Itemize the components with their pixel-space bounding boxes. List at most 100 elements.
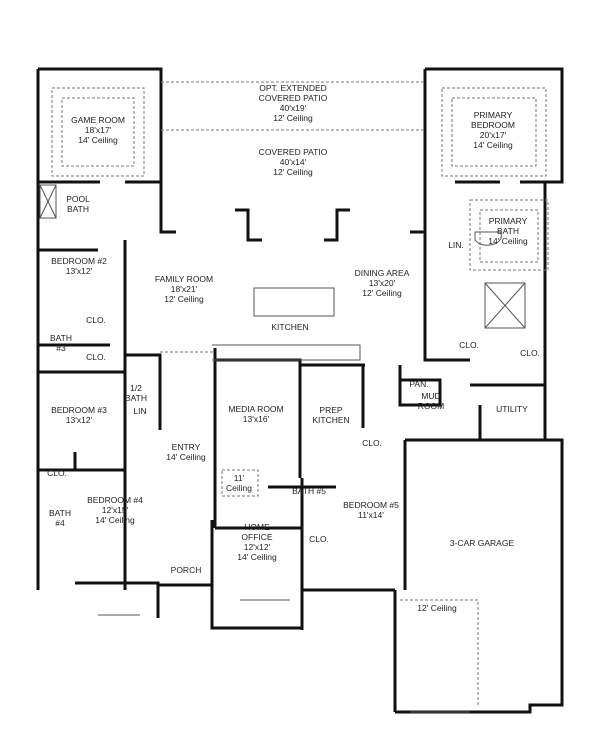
room-name: ENTRY — [171, 442, 201, 452]
room-label-pantry: PAN. — [409, 379, 428, 389]
room-name: KITCHEN — [271, 322, 309, 332]
room-name: BATH — [496, 226, 520, 236]
room-label-bath-5: BATH #5 — [292, 486, 326, 496]
room-label-media-room: MEDIA ROOM 13'x16' — [228, 404, 283, 424]
room-size: 13'x16' — [242, 414, 270, 424]
room-name: COVERED PATIO — [258, 147, 328, 157]
room-ceiling: 12' Ceiling — [273, 113, 313, 123]
room-name: BEDROOM #4 — [87, 495, 143, 505]
room-label-bedroom-5-closet: CLO. — [309, 534, 329, 544]
room-size: 40'x14' — [279, 157, 307, 167]
room-name: BATH #5 — [292, 486, 326, 496]
room-name: BATH — [48, 508, 72, 518]
room-name: LIN. — [448, 240, 464, 250]
room-label-hall-closet: CLO. — [362, 438, 382, 448]
room-name: PORCH — [170, 565, 202, 575]
room-label-garage: 3-CAR GARAGE — [450, 538, 514, 548]
room-name: 1/2 — [130, 383, 142, 393]
room-size: 18'x17' — [84, 125, 112, 135]
room-size: 11'x14' — [358, 510, 384, 520]
room-name: OFFICE — [241, 532, 273, 542]
room-label-primary-bath: PRIMARY BATH 14' Ceiling — [488, 216, 527, 246]
room-label-pool-bath: POOL BATH — [66, 194, 90, 214]
room-ceiling: 14' Ceiling — [166, 452, 206, 462]
room-name: CLO. — [86, 315, 106, 325]
room-name: CLO. — [86, 352, 106, 362]
room-label-home-office: HOME OFFICE 12'x12' 14' Ceiling — [237, 522, 276, 562]
room-name: CLO. — [309, 534, 329, 544]
room-label-bedroom-2-closet: CLO. — [86, 315, 106, 325]
room-ceiling: 14' Ceiling — [95, 515, 135, 525]
room-label-mud-room: MUD ROOM — [418, 391, 444, 411]
room-label-covered-patio: COVERED PATIO 40'x14' 12' Ceiling — [259, 147, 328, 177]
room-label-bath-3: BATH #3 — [50, 333, 72, 353]
room-size: 18'x21' — [170, 284, 198, 294]
room-ceiling: 14' Ceiling — [473, 140, 513, 150]
room-label-family-room: FAMILY ROOM 18'x21' 12' Ceiling — [155, 274, 213, 304]
room-label-entry: ENTRY 14' Ceiling — [166, 442, 205, 462]
room-label-primary-bedroom: PRIMARY BEDROOM 20'x17' 14' Ceiling — [471, 110, 515, 150]
room-label-bedroom-3: BEDROOM #3 13'x12' — [51, 405, 107, 425]
room-name: OPT. EXTENDED — [259, 83, 327, 93]
room-label-prep-kitchen: PREP KITCHEN — [312, 405, 349, 425]
room-name: CLO. — [47, 468, 67, 478]
room-label-bedroom-2: BEDROOM #2 13'x12' — [51, 256, 107, 276]
room-name: LIN — [133, 406, 147, 416]
room-label-primary-linen: LIN. — [448, 240, 464, 250]
room-name: #3 — [56, 343, 66, 353]
room-label-kitchen: KITCHEN — [271, 322, 308, 332]
room-name: UTILITY — [496, 404, 528, 414]
room-name: PAN. — [409, 379, 429, 389]
room-label-hall-linen: LIN — [133, 406, 146, 416]
room-name: BEDROOM — [471, 120, 515, 130]
room-size: 40'x19' — [279, 103, 307, 113]
room-ceiling: 12' Ceiling — [273, 167, 313, 177]
room-name: HOME — [244, 522, 270, 532]
room-label-bath-4: BATH #4 — [49, 508, 71, 528]
room-name: #4 — [55, 518, 65, 528]
room-label-porch: PORCH — [171, 565, 202, 575]
room-label-bedroom-3-closet: CLO. — [86, 352, 106, 362]
room-name: BATH — [124, 393, 148, 403]
room-name: DINING AREA — [354, 268, 410, 278]
room-label-media-alcove: 11' Ceiling — [226, 473, 252, 493]
room-ceiling: 14' Ceiling — [488, 236, 528, 246]
room-ceiling: 14' Ceiling — [78, 135, 118, 145]
room-name: MUD — [421, 391, 441, 401]
room-name: ROOM — [417, 401, 445, 411]
room-name: CLO. — [362, 438, 382, 448]
room-label-primary-closet-1: CLO. — [459, 340, 479, 350]
room-label-bedroom-5: BEDROOM #5 11'x14' — [343, 500, 399, 520]
room-size: 12'x12' — [243, 542, 271, 552]
room-ceiling: 12' Ceiling — [417, 603, 457, 613]
room-label-bedroom-4-closet: CLO. — [47, 468, 67, 478]
room-name: KITCHEN — [312, 415, 350, 425]
room-name: CLO. — [459, 340, 479, 350]
room-size: 13'x20' — [368, 278, 396, 288]
room-name: BEDROOM #5 — [343, 500, 399, 510]
room-label-half-bath: 1/2 BATH — [125, 383, 147, 403]
room-name: PREP — [319, 405, 343, 415]
room-label-game-room: GAME ROOM 18'x17' 14' Ceiling — [71, 115, 125, 145]
room-label-dining-area: DINING AREA 13'x20' 12' Ceiling — [355, 268, 410, 298]
room-name: POOL — [66, 194, 90, 204]
room-ceiling: 12' Ceiling — [362, 288, 402, 298]
room-name: BATH — [66, 204, 90, 214]
room-size: 12'x15' — [101, 505, 129, 515]
room-name: GAME ROOM — [71, 115, 125, 125]
room-label-primary-closet-2: CLO. — [520, 348, 540, 358]
room-label-utility: UTILITY — [496, 404, 528, 414]
room-name: BATH — [49, 333, 73, 343]
room-label-garage-bay: 12' Ceiling — [417, 603, 456, 613]
room-name: CLO. — [520, 348, 540, 358]
room-size: 13'x12' — [65, 266, 93, 276]
room-name: Ceiling — [226, 483, 252, 493]
room-name: FAMILY ROOM — [154, 274, 214, 284]
room-name: COVERED PATIO — [258, 93, 328, 103]
room-label-bedroom-4: BEDROOM #4 12'x15' 14' Ceiling — [87, 495, 143, 525]
room-label-opt-extended-patio: OPT. EXTENDED COVERED PATIO 40'x19' 12' … — [259, 83, 328, 123]
room-name: BEDROOM #2 — [51, 256, 107, 266]
room-ceiling: 12' Ceiling — [164, 294, 204, 304]
